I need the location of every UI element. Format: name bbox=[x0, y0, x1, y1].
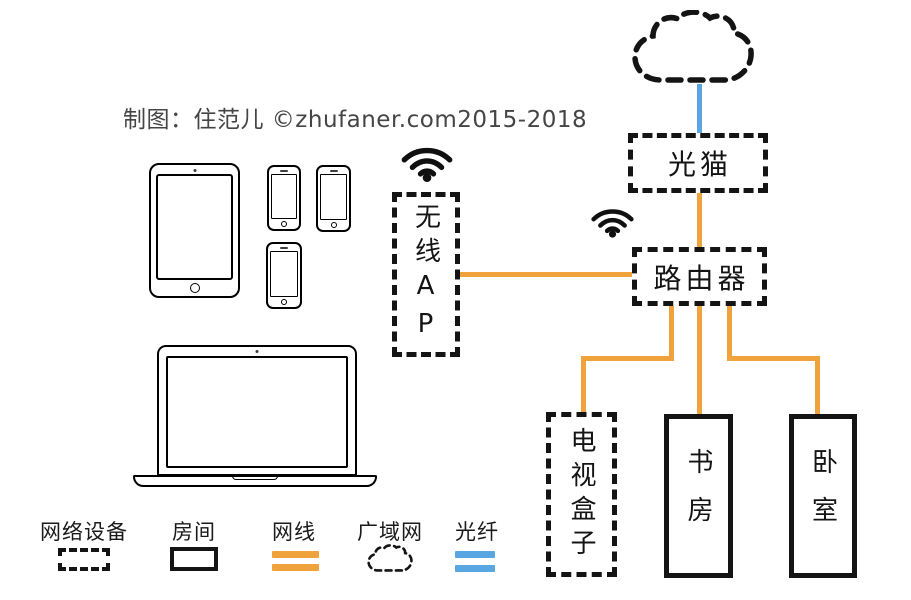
wan-cloud-icon bbox=[632, 10, 754, 83]
legend-symbol-cable-line bbox=[272, 564, 319, 571]
legend-label-room: 房间 bbox=[172, 520, 216, 544]
legend-symbol-wan-cloud bbox=[367, 544, 413, 572]
laptop-notch bbox=[232, 476, 278, 480]
wifi-icon-router bbox=[591, 209, 634, 238]
phone-screen bbox=[320, 174, 347, 220]
cable-line-router-bedroom bbox=[727, 356, 820, 361]
phone-speaker bbox=[280, 247, 288, 249]
node-wireless-ap: 无线AP bbox=[392, 192, 460, 357]
fiber-line-cloud-modem bbox=[697, 84, 702, 133]
tablet-home-button bbox=[189, 283, 200, 293]
node-modem: 光猫 bbox=[628, 133, 768, 193]
phone-home-button bbox=[281, 221, 287, 227]
bedroom-label: 卧室 bbox=[807, 448, 838, 544]
phone-speaker bbox=[280, 170, 288, 172]
cable-line-modem-router bbox=[697, 193, 702, 247]
legend-symbol-solid-box bbox=[170, 547, 218, 571]
phone-screen bbox=[270, 251, 298, 297]
cable-line-router-bedroom bbox=[815, 356, 820, 414]
phone-home-button bbox=[330, 222, 337, 228]
credit-text: 制图：住范儿 ©zhufaner.com2015-2018 bbox=[123, 107, 588, 133]
cable-line-ap-router bbox=[460, 272, 632, 277]
study-room-label: 书房 bbox=[683, 448, 713, 544]
cable-line-router-tvbox bbox=[669, 306, 674, 361]
legend-symbol-dashed-box bbox=[58, 548, 110, 571]
cable-line-router-bedroom bbox=[727, 306, 732, 361]
legend-label-cable: 网线 bbox=[272, 520, 316, 544]
node-bedroom: 卧室 bbox=[789, 414, 857, 578]
legend-label-wan: 广域网 bbox=[357, 520, 423, 544]
legend-symbol-fiber-line bbox=[455, 565, 495, 572]
router-label: 路由器 bbox=[653, 261, 750, 295]
phone-icon bbox=[267, 165, 301, 231]
cable-line-router-tvbox bbox=[581, 356, 674, 361]
phone-icon bbox=[316, 165, 351, 232]
phone-icon bbox=[266, 242, 302, 309]
cable-line-router-study bbox=[697, 306, 702, 414]
modem-label: 光猫 bbox=[667, 148, 732, 181]
phone-screen bbox=[271, 174, 297, 219]
legend-label-network-device: 网络设备 bbox=[40, 520, 128, 544]
node-router: 路由器 bbox=[632, 247, 767, 306]
tablet-camera-dot bbox=[193, 169, 196, 172]
wifi-icon-ap bbox=[401, 147, 453, 182]
wireless-ap-label: 无线AP bbox=[410, 202, 441, 347]
legend-symbol-cable-line bbox=[272, 551, 319, 558]
legend-symbol-fiber-line bbox=[455, 551, 495, 558]
tablet-icon bbox=[149, 163, 240, 298]
laptop-icon bbox=[157, 345, 357, 476]
laptop-screen bbox=[166, 356, 348, 468]
phone-speaker bbox=[329, 170, 338, 172]
node-tv-box: 电视盒子 bbox=[546, 412, 617, 577]
tv-box-label: 电视盒子 bbox=[566, 426, 596, 563]
node-study-room: 书房 bbox=[664, 414, 733, 578]
phone-home-button bbox=[281, 299, 287, 305]
tablet-screen bbox=[156, 174, 233, 280]
cable-line-router-tvbox bbox=[581, 356, 586, 412]
laptop-camera-dot bbox=[255, 350, 259, 353]
laptop-base bbox=[133, 475, 377, 487]
legend-label-fiber: 光纤 bbox=[455, 520, 499, 544]
